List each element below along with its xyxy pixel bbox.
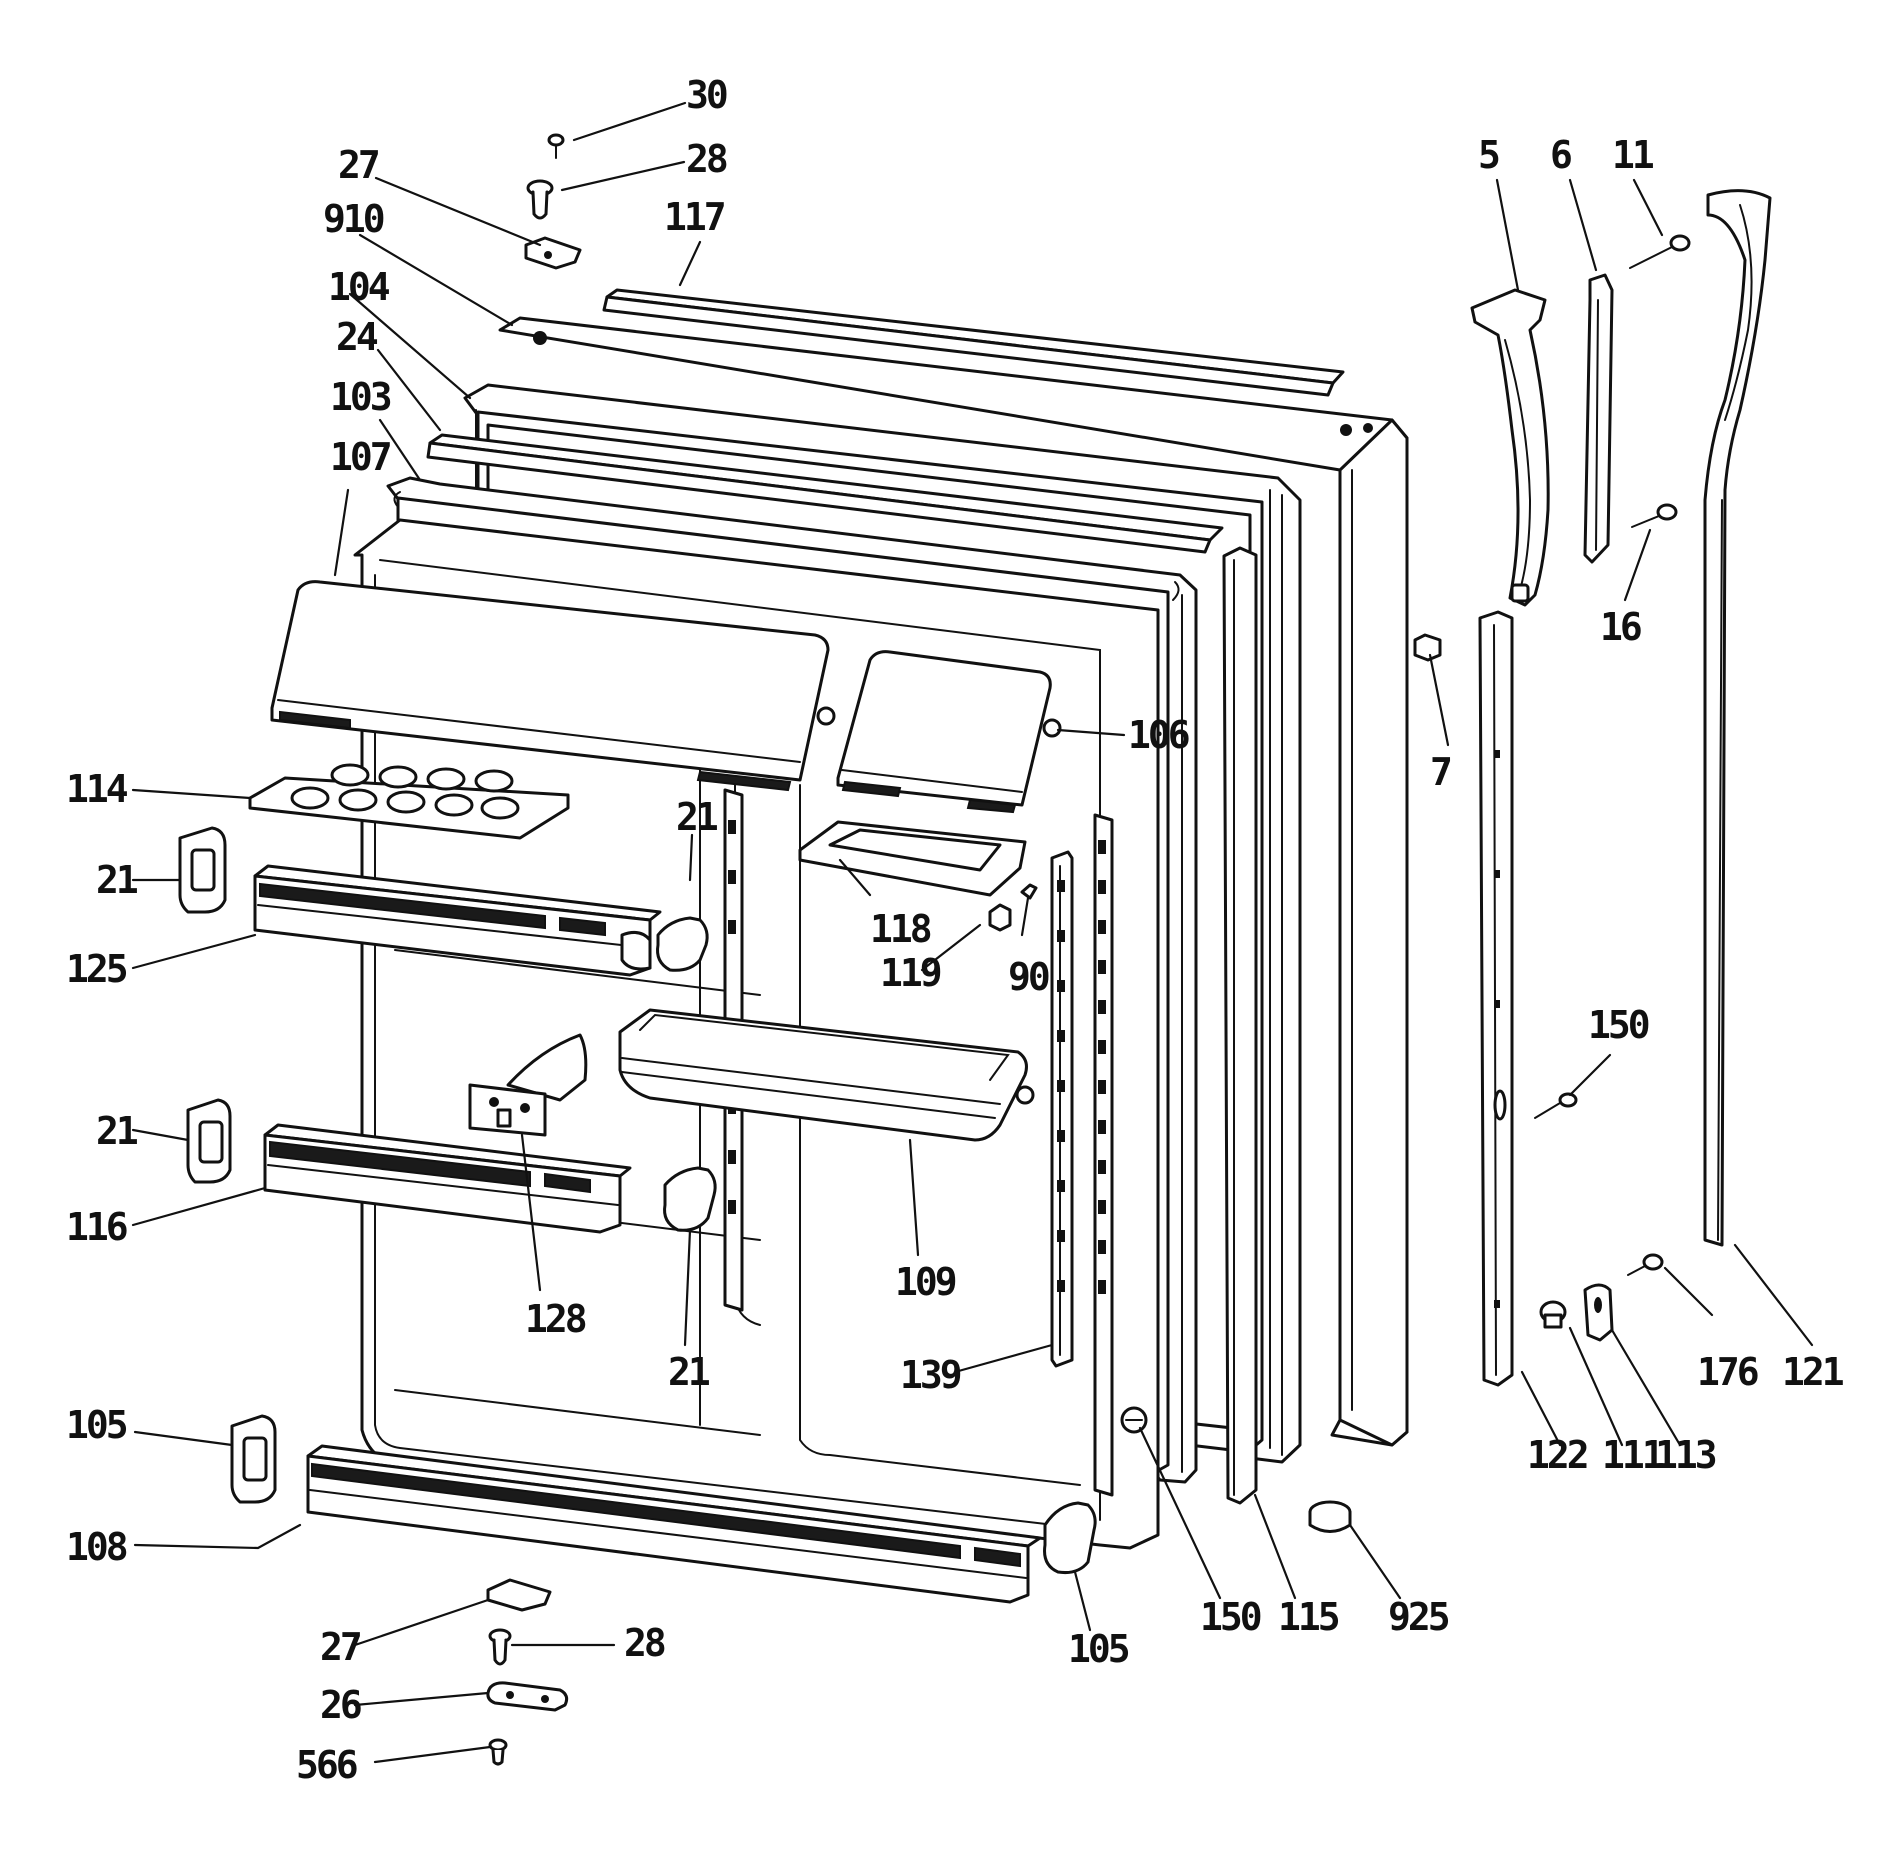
clip-90 — [1020, 883, 1038, 900]
callout-6: 6 — [1550, 133, 1571, 177]
clip-7 — [1413, 633, 1442, 662]
outer-door-panel-910 — [498, 316, 1409, 1447]
callout-5: 5 — [1478, 133, 1499, 177]
callout-26: 26 — [320, 1683, 361, 1727]
callout-119: 119 — [880, 951, 941, 995]
callout-125: 125 — [66, 947, 127, 991]
shelf-end-cap-21-upper-right — [656, 916, 709, 972]
screw-566 — [488, 1738, 508, 1766]
callout-115: 115 — [1278, 1595, 1339, 1639]
handle-5 — [1470, 288, 1550, 607]
callout-566: 566 — [296, 1743, 357, 1787]
shelf-end-cap-105-right — [1043, 1501, 1097, 1574]
callout-108: 108 — [66, 1525, 127, 1569]
dairy-door-large-106 — [270, 580, 830, 792]
screw-16 — [1631, 503, 1678, 528]
callout-7: 7 — [1430, 750, 1451, 794]
callout-27-bottom: 27 — [320, 1625, 361, 1669]
pin-28-top — [526, 179, 554, 220]
callout-109: 109 — [895, 1260, 956, 1304]
shelf-bar-108 — [306, 1444, 1042, 1604]
callout-21-lower-left: 21 — [96, 1109, 138, 1153]
callout-104: 104 — [328, 265, 390, 309]
shelf-end-cap-21-lower-right — [663, 1166, 717, 1232]
callout-128: 128 — [525, 1297, 586, 1341]
callout-910: 910 — [323, 197, 384, 241]
screw-11 — [1629, 234, 1691, 269]
callout-90: 90 — [1008, 955, 1049, 999]
callout-21-upper-right: 21 — [676, 795, 718, 839]
callout-116: 116 — [66, 1205, 127, 1249]
callout-113: 113 — [1655, 1433, 1716, 1477]
callout-28-bottom: 28 — [624, 1621, 665, 1665]
cap-925 — [1308, 1500, 1352, 1533]
callout-121: 121 — [1782, 1350, 1844, 1394]
callout-107: 107 — [330, 435, 391, 479]
door-bin-109 — [618, 1008, 1035, 1142]
callout-16: 16 — [1600, 605, 1641, 649]
callout-105-left: 105 — [66, 1403, 127, 1447]
callout-30: 30 — [686, 73, 727, 117]
callout-122: 122 — [1527, 1433, 1587, 1477]
top-strip-117 — [602, 288, 1345, 397]
callout-24: 24 — [336, 315, 378, 359]
callout-21-upper-left: 21 — [96, 858, 138, 902]
callout-118: 118 — [870, 907, 931, 951]
callout-106: 106 — [1128, 713, 1189, 757]
callout-139: 139 — [900, 1353, 961, 1397]
hinge-27-bottom — [486, 1578, 552, 1612]
tray-118 — [798, 820, 1027, 897]
callout-925: 925 — [1388, 1595, 1449, 1639]
callout-27-top: 27 — [338, 143, 379, 187]
screw-150-lower — [1120, 1406, 1148, 1434]
shelf-end-cap-105-left — [230, 1414, 277, 1504]
callout-111: 111 — [1602, 1433, 1664, 1477]
screw-30 — [547, 133, 565, 159]
bracket-128 — [468, 1033, 588, 1137]
leader-lines — [131, 101, 1814, 1764]
callout-114: 114 — [66, 767, 128, 811]
side-trim-121 — [1703, 189, 1772, 1247]
callout-21-lower-right: 21 — [668, 1350, 710, 1394]
bushing-111 — [1539, 1300, 1567, 1329]
callout-105-right: 105 — [1068, 1627, 1129, 1671]
bracket-113 — [1583, 1283, 1614, 1342]
callout-150-right: 150 — [1588, 1003, 1649, 1047]
callout-28-top: 28 — [686, 137, 727, 181]
side-strip-115 — [1222, 546, 1258, 1505]
handle-trim-6 — [1583, 273, 1614, 564]
stop-119 — [988, 903, 1012, 932]
pin-28-bottom — [488, 1628, 512, 1666]
callout-150-lower: 150 — [1200, 1595, 1261, 1639]
dairy-door-small-106 — [816, 650, 1062, 814]
trim-strip-24 — [426, 433, 1224, 554]
callout-117: 117 — [664, 195, 725, 239]
shelf-end-cap-21-lower-left — [186, 1098, 232, 1184]
egg-tray-114 — [248, 763, 570, 840]
callout-11: 11 — [1612, 133, 1654, 177]
callout-103: 103 — [330, 375, 391, 419]
plate-26 — [486, 1681, 569, 1712]
screw-150-right — [1534, 1092, 1578, 1119]
rack-strip-139 — [1050, 850, 1074, 1368]
hinge-rail-122 — [1478, 610, 1514, 1387]
shelf-end-cap-21-upper-left — [178, 826, 227, 914]
shelf-bar-125 — [253, 864, 662, 977]
screw-176 — [1627, 1253, 1664, 1276]
callout-176: 176 — [1697, 1350, 1758, 1394]
